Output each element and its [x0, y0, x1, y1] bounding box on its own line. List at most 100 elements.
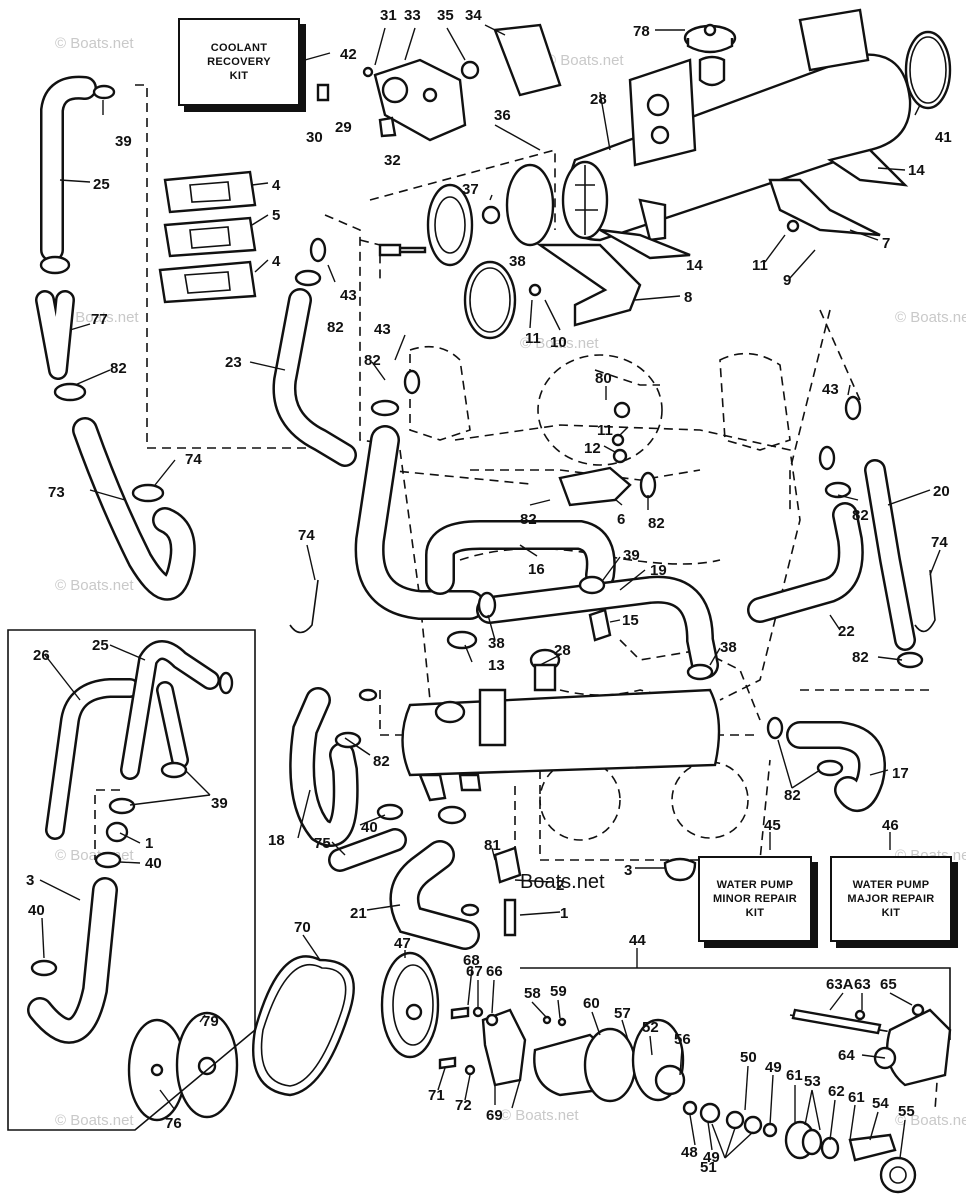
- callout-74: 74: [298, 527, 315, 544]
- callout-27: 1: [145, 835, 153, 852]
- leader-lines: [39, 24, 941, 1159]
- callout-80: 80: [595, 370, 612, 387]
- callout-69: 69: [486, 1107, 503, 1124]
- callout-11: 11: [752, 257, 768, 274]
- watermark: © Boats.net: [520, 335, 599, 352]
- callout-45: 45: [764, 817, 781, 834]
- bracket-14-right: [827, 148, 909, 187]
- clamp-41: [904, 30, 952, 110]
- callout-82: 82: [327, 319, 344, 336]
- callout-42: 42: [340, 46, 357, 63]
- callout-39-b: 39: [623, 547, 640, 564]
- callout-40: 74: [185, 451, 202, 468]
- watermark: © Boats.net: [895, 309, 966, 326]
- callout-6: 6: [617, 511, 625, 528]
- callout-35: 35: [437, 7, 454, 24]
- callout-18: 18: [268, 832, 285, 849]
- callout-60: 60: [583, 995, 600, 1012]
- callout-11-b: 11: [525, 330, 541, 347]
- watermark: © Boats.net: [545, 52, 624, 69]
- callout-37: 37: [462, 181, 479, 198]
- callout-33: 33: [404, 7, 421, 24]
- callout-14-b: 14: [686, 257, 703, 274]
- plate-81: [493, 846, 522, 884]
- bracket-44: [520, 967, 951, 1040]
- plug-1: [503, 898, 517, 937]
- callout-79: 79: [202, 1013, 219, 1030]
- callout-numbers: 42 31 33 35 34 30 29 32 78 28 41 39 25 4…: [26, 7, 952, 1176]
- hoses: [27, 75, 916, 1044]
- heat-exchanger-top: [561, 8, 912, 242]
- callout-39: 39: [115, 133, 132, 150]
- watermark: © Boats.net: [55, 35, 134, 52]
- callout-16: 16: [528, 561, 545, 578]
- callout-82-f: 82: [852, 507, 869, 524]
- callout-67: 67: [466, 963, 483, 980]
- callout-77: 77: [91, 311, 108, 328]
- water-pump-major-repair-kit-box: WATER PUMP MAJOR REPAIR KIT: [830, 856, 952, 942]
- callout-82-e: 82: [648, 515, 665, 532]
- callout-58: 58: [524, 985, 541, 1002]
- callout-59: 59: [550, 983, 567, 1000]
- callout-72: 72: [455, 1097, 472, 1114]
- thermostat-housing: [316, 23, 562, 142]
- callout-61: 61: [786, 1067, 803, 1084]
- callout-78: 78: [633, 23, 650, 40]
- heat-exchanger-lower: [401, 648, 721, 802]
- water-pump-minor-repair-kit-box: WATER PUMP MINOR REPAIR KIT: [698, 856, 812, 942]
- callout-4: 4: [272, 177, 281, 194]
- callout-68: 68: [463, 952, 480, 969]
- callout-31: 31: [380, 7, 397, 24]
- callout-30: 30: [306, 129, 323, 146]
- callout-39-c: 39: [211, 795, 228, 812]
- callout-75: 75: [314, 835, 331, 852]
- callout-61-b: 61: [848, 1089, 865, 1106]
- callout-19: 19: [650, 562, 667, 579]
- callout-21: 21: [350, 905, 367, 922]
- callout-82-i: 82: [784, 787, 801, 804]
- callout-11-c: 11: [597, 422, 613, 439]
- callout-57: 57: [614, 1005, 631, 1022]
- callout-7: 7: [882, 235, 890, 252]
- callout-40-d: 40: [361, 819, 378, 836]
- callout-4-b: 4: [272, 253, 281, 270]
- callout-40-c: 40: [28, 902, 45, 919]
- callout-66: 66: [486, 963, 503, 980]
- callout-44: 44: [629, 932, 646, 949]
- callout-73: 73: [48, 484, 65, 501]
- gaskets-4-5: [158, 170, 257, 304]
- coolant-recovery-kit-box: COOLANT RECOVERY KIT: [178, 18, 300, 106]
- callout-25-b: 25: [92, 637, 109, 654]
- callout-12: 12: [584, 440, 601, 457]
- bolt: [378, 243, 427, 257]
- callout-13: 13: [488, 657, 505, 674]
- watermark: © Boats.net: [500, 1107, 579, 1124]
- callout-43-c: 43: [822, 381, 839, 398]
- gasket-3: [663, 857, 697, 882]
- callout-53: 53: [804, 1073, 821, 1090]
- callout-64: 64: [838, 1047, 855, 1064]
- callout-47: 47: [394, 935, 411, 952]
- watermark: © Boats.net: [895, 1112, 966, 1129]
- callout-8: 8: [684, 289, 692, 306]
- callout-46: 46: [882, 817, 899, 834]
- callout-26: 26: [33, 647, 50, 664]
- callout-5: 5: [272, 207, 280, 224]
- callout-36: 36: [494, 107, 511, 124]
- callout-48: 48: [681, 1144, 698, 1161]
- cover-plates-36: [426, 163, 555, 340]
- callout-10: 10: [550, 334, 567, 351]
- callout-29: 29: [335, 119, 352, 136]
- callout-3: 3: [624, 862, 632, 879]
- callout-25: 25: [93, 176, 110, 193]
- watermark: © Boats.net: [55, 1112, 134, 1129]
- callout-74-b: 74: [931, 534, 948, 551]
- water-pump-64: [791, 1003, 952, 1087]
- callout-28: 28: [590, 91, 607, 108]
- callout-38-c: 38: [488, 635, 505, 652]
- pulley-47: [380, 951, 440, 1059]
- callout-62: 62: [828, 1083, 845, 1100]
- bracket-14-mid: [599, 228, 691, 260]
